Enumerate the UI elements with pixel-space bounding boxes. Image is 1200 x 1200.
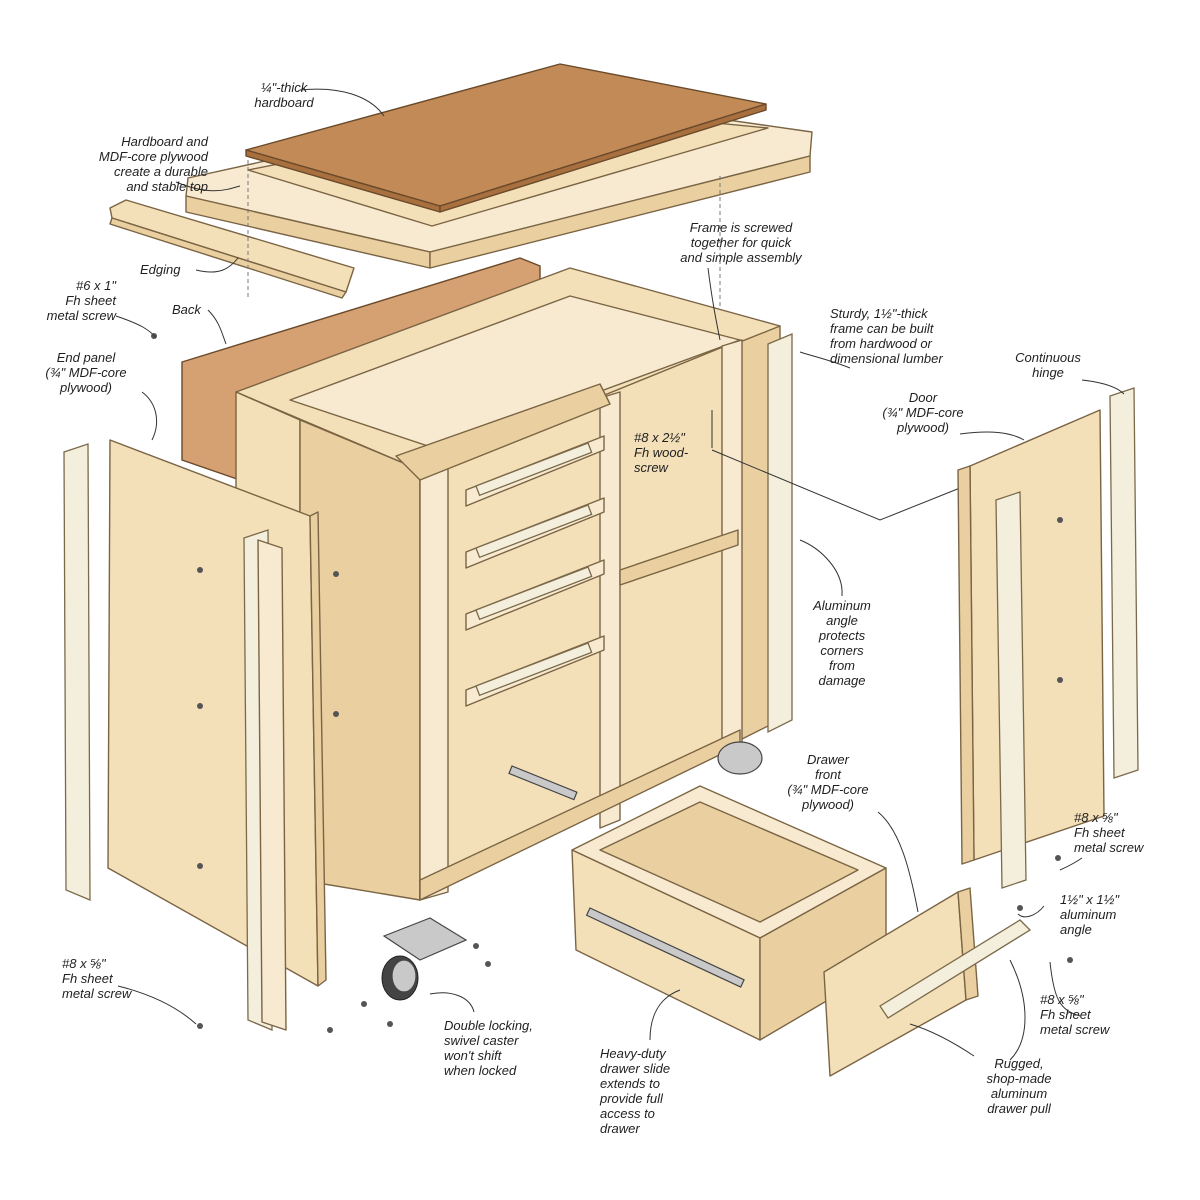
label-back: Back bbox=[172, 302, 201, 317]
label-aluminum-angle-protects: Aluminum angle protects corners from dam… bbox=[813, 598, 871, 688]
label-caster: Double locking, swivel caster won't shif… bbox=[444, 1018, 533, 1078]
label-continuous-hinge: Continuous hinge bbox=[1015, 350, 1081, 380]
drawer-box bbox=[571, 785, 887, 1041]
edging-strip bbox=[109, 199, 355, 293]
label-hardboard: ¼"-thick hardboard bbox=[254, 80, 314, 110]
label-end-panel: End panel (¾" MDF-core plywood) bbox=[45, 350, 127, 395]
label-screw-8x58-left: #8 x ⅝" Fh sheet metal screw bbox=[62, 956, 132, 1001]
label-aluminum-angle-size: 1½" x 1½" aluminum angle bbox=[1060, 892, 1120, 937]
label-edging: Edging bbox=[140, 262, 181, 277]
top-assembly bbox=[185, 63, 813, 269]
label-top-note: Hardboard and MDF-core plywood create a … bbox=[98, 134, 208, 194]
left-aluminum-angle bbox=[63, 443, 91, 901]
label-wood-screw: #8 x 2½" Fh wood- screw bbox=[634, 430, 689, 475]
end-panel bbox=[107, 439, 327, 987]
label-sturdy-frame: Sturdy, 1½"-thick frame can be built fro… bbox=[830, 306, 943, 366]
door bbox=[957, 409, 1105, 889]
leader-lines bbox=[115, 88, 1125, 1061]
continuous-hinge bbox=[1109, 387, 1139, 779]
label-door: Door (¾" MDF-core plywood) bbox=[882, 390, 964, 435]
label-frame-screwed: Frame is screwed together for quick and … bbox=[680, 220, 802, 265]
swivel-caster bbox=[361, 741, 763, 1027]
drawer-front bbox=[823, 887, 1032, 1077]
label-screw-6x1: #6 x 1" Fh sheet metal screw bbox=[46, 278, 116, 323]
label-drawer-pull: Rugged, shop-made aluminum drawer pull bbox=[986, 1056, 1052, 1116]
label-screw-8x58-right: #8 x ⅝" Fh sheet metal screw bbox=[1074, 810, 1144, 855]
label-screw-8x58-right2: #8 x ⅝" Fh sheet metal screw bbox=[1040, 992, 1110, 1037]
label-drawer-front: Drawer front (¾" MDF-core plywood) bbox=[787, 752, 869, 812]
label-drawer-slide: Heavy-duty drawer slide extends to provi… bbox=[600, 1046, 671, 1136]
